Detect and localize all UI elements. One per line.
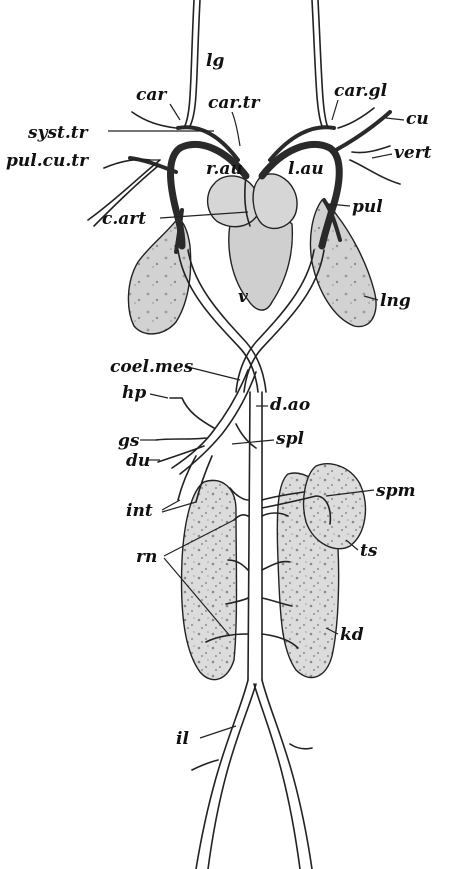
label-car: car [136, 85, 167, 105]
label-l-au: l.au [288, 159, 324, 179]
leader-vert [372, 154, 392, 158]
leader-hp [150, 394, 168, 398]
label-c-art: c.art [102, 209, 146, 229]
label-r-au: r.au [206, 159, 243, 179]
splenic-artery [236, 424, 256, 448]
label-car-gl: car.gl [334, 81, 388, 101]
label-v: v [238, 287, 249, 307]
iliac-right-2 [208, 684, 256, 869]
label-rn: rn [136, 547, 157, 567]
label-du: du [126, 451, 150, 471]
label-car-tr: car.tr [208, 93, 261, 113]
iliac-right [196, 680, 248, 869]
label-gs: gs [118, 431, 140, 451]
label-pul: pul [352, 197, 383, 217]
label-spl: spl [275, 429, 304, 449]
leader-car [170, 104, 180, 120]
label-il: il [176, 729, 189, 749]
label-coel-mes: coel.mes [110, 357, 194, 377]
gastric-artery [156, 438, 206, 440]
label-ts: ts [360, 541, 378, 561]
pulmocutaneous-left [336, 112, 390, 150]
left-auricle [253, 174, 297, 229]
iliac-branch-right [192, 760, 218, 770]
vertebral-branch-2 [352, 146, 390, 153]
label-d-ao: d.ao [270, 395, 310, 415]
right-auricle [208, 176, 260, 227]
carotid-branch-right [132, 112, 176, 128]
lingual-artery-right [184, 0, 194, 128]
label-syst-tr: syst.tr [27, 123, 89, 143]
label-spm: spm [375, 481, 415, 501]
iliac-left [262, 680, 312, 869]
leader-car-gl [332, 100, 338, 120]
label-cu: cu [406, 109, 429, 129]
hepatic-artery [170, 398, 214, 428]
right-kidney [182, 480, 237, 679]
label-pul-cu-tr: pul.cu.tr [6, 151, 89, 171]
lingual-artery-left [318, 0, 328, 128]
iliac-branch-left [290, 744, 312, 749]
vertebral-branch [350, 160, 400, 184]
label-int: int [126, 501, 153, 521]
leader-coel-mes [192, 368, 240, 380]
leader-spl [232, 440, 274, 444]
label-kd: kd [340, 625, 364, 645]
carotid-branch-left [338, 108, 374, 128]
label-vert: vert [394, 143, 432, 163]
label-hp: hp [122, 383, 146, 403]
dorsal-aorta-left-wall [248, 392, 250, 680]
leader-cu [386, 118, 404, 120]
label-lg: lg [206, 51, 224, 71]
leader-car-tr [232, 112, 240, 146]
label-lng: lng [380, 291, 411, 311]
